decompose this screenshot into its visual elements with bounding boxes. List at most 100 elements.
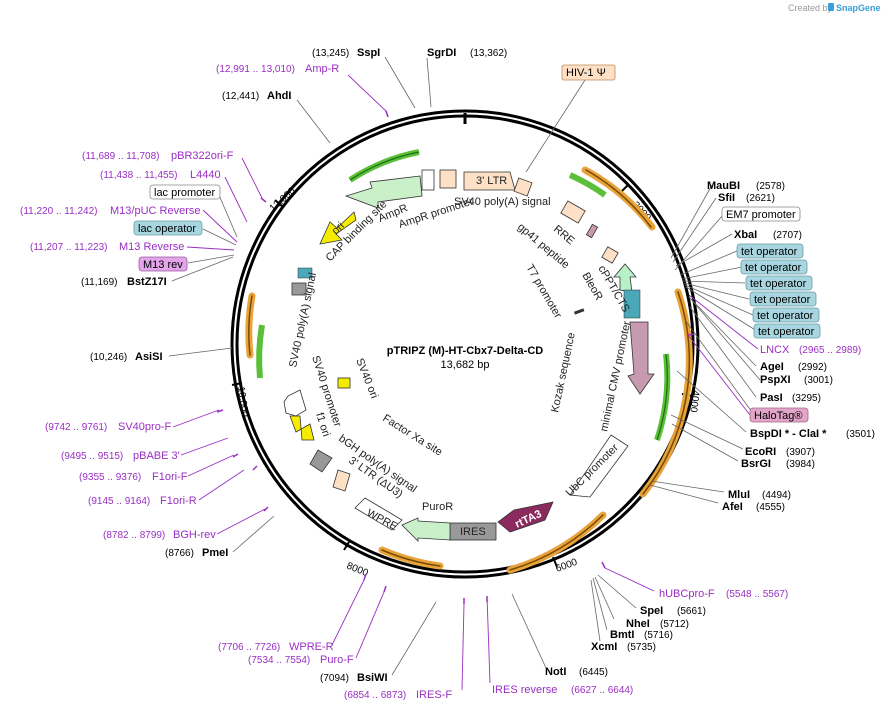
site-noti-name: NotI [545,666,566,678]
sv40-polya-box [439,169,457,189]
site-agei-pos: (2992) [798,362,827,373]
ruler: 2000 4000 6000 8000 10,000 12,000 [231,184,701,580]
backbone-outer [230,109,700,579]
primer-bgh-name: BGH-rev [173,529,216,541]
primer-lncx-name: LNCX [760,344,790,356]
site-asisi-pos: (10,246) [90,352,127,363]
sv40-ori-box [337,377,351,389]
mincmv-arrow [627,321,655,395]
site-pmei-name: PmeI [202,547,228,559]
m13-rev-label: M13 rev [143,259,183,271]
ruler-6000: 6000 [554,557,579,575]
primer-ticks [216,110,695,604]
ltr3-small-box [513,177,533,197]
site-afei-name: AfeI [722,501,743,513]
primer-f1orir-name: F1ori-R [160,495,197,507]
site-sgrdi-pos: (13,362) [470,48,507,59]
site-maubi-name: MauBI [707,180,740,192]
site-sfii-pos: (2621) [746,193,775,204]
site-sfii-name: SfiI [718,192,735,204]
rtta3-arrow [497,501,554,533]
primer-m13puc-name: M13/pUC Reverse [110,205,200,217]
primer-bgh-range: (8782 .. 8799) [103,530,165,541]
site-mlui-name: MluI [728,489,750,501]
site-asisi-name: AsiSI [135,351,163,363]
cppt-box [601,246,619,264]
site-ecori-name: EcoRI [745,446,776,458]
feat-ires: IRES [460,526,486,538]
primer-wprer-range: (7706 .. 7726) [218,642,280,653]
primer-m13rev-name: M13 Reverse [119,241,184,253]
site-bspdi-pos: (3501) [846,429,875,440]
ampr-promoter-box [421,169,435,191]
site-nhei-name: NheI [626,618,650,630]
site-mlui-pos: (4494) [762,490,791,501]
brand-created-by: Created by [788,3,833,13]
ruler-4000: 4000 [687,390,701,414]
outer-feature-arcs [245,166,693,574]
site-bsrgi-pos: (3984) [786,459,815,470]
tet-operator-4: tet operator [754,294,811,306]
rre-box [560,200,586,224]
feat-kozak: Kozak sequence [549,332,578,414]
plasmid-size: 13,682 bp [441,359,490,371]
primer-iresf-name: IRES-F [416,689,452,701]
site-ahdi-pos: (12,441) [222,91,259,102]
site-pasi-name: PasI [760,392,783,404]
lac-promoter-label: lac promoter [154,187,215,199]
sv40-promoter-box [283,389,307,417]
feat-ltr3: 3' LTR [476,175,507,187]
site-noti-pos: (6445) [579,667,608,678]
site-bspdi-name: BspDI * - ClaI * [750,428,827,440]
site-sspi-pos: (13,245) [312,48,349,59]
site-bstz17i-pos: (11,169) [81,277,118,288]
green-arcs [256,149,671,441]
primer-labels: (12,991 .. 13,010) Amp-R (11,689 .. 11,7… [20,63,861,701]
site-bstz17i-name: BstZ17I [127,276,167,288]
primer-l4440-range: (11,438 .. 11,455) [100,170,177,181]
tet-operator-1: tet operator [741,246,798,258]
t7-mark [573,308,585,315]
hiv-label: HIV-1 Ψ [566,67,606,79]
site-maubi-pos: (2578) [756,181,785,192]
ampr-arrow [344,175,423,209]
ruler-10000: 10,000 [235,386,250,418]
ubc-promoter-box [569,434,629,498]
site-nhei-pos: (5712) [660,619,689,630]
sv40-polya-left-box [291,282,307,296]
site-bmti-name: BmtI [610,629,634,641]
f1ori-arrow [289,415,315,441]
ruler-12000: 12,000 [268,185,298,214]
primer-pbr322-range: (11,689 .. 11,708) [82,151,159,162]
brand-name: SnapGene [836,3,881,13]
ruler-8000: 8000 [345,561,370,580]
tet-operator-5: tet operator [757,310,814,322]
tet-operator-3: tet operator [750,278,807,290]
primer-iresrev-name: IRES reverse [492,684,557,696]
site-pasi-pos: (3295) [792,393,821,404]
boxed-labels: lac promoter lac operator M13 rev HIV-1 … [133,64,821,423]
feat-puror: PuroR [422,501,453,513]
site-sspi-name: SspI [357,47,380,59]
primer-ampr-name: Amp-R [305,63,339,75]
primer-purof-range: (7534 .. 7554) [248,655,310,666]
tet-operator-2: tet operator [745,262,802,274]
site-sgrdi-name: SgrDI [427,47,456,59]
primer-ampr-range: (12,991 .. 13,010) [216,64,295,75]
feat-rre: RRE [551,223,577,247]
gp41-box [585,223,599,239]
ltr-du3-box [332,469,351,492]
site-pspxi-name: PspXI [760,374,791,386]
site-bsrgi-name: BsrGI [741,458,771,470]
site-ecori-pos: (3907) [786,447,815,458]
wpre-box [354,497,403,531]
feat-sv40-ori: SV40 ori [353,357,380,401]
ori-top-arrow [319,211,357,245]
bgh-box [309,449,333,473]
primer-purof-name: Puro-F [320,654,354,666]
primer-f1orif-range: (9355 .. 9376) [79,472,141,483]
primer-m13rev-range: (11,207 .. 11,223) [30,242,107,253]
site-bmti-pos: (5716) [644,630,673,641]
primer-pbabe-range: (9495 .. 9515) [61,451,123,462]
primer-f1orir-range: (9145 .. 9164) [88,496,150,507]
